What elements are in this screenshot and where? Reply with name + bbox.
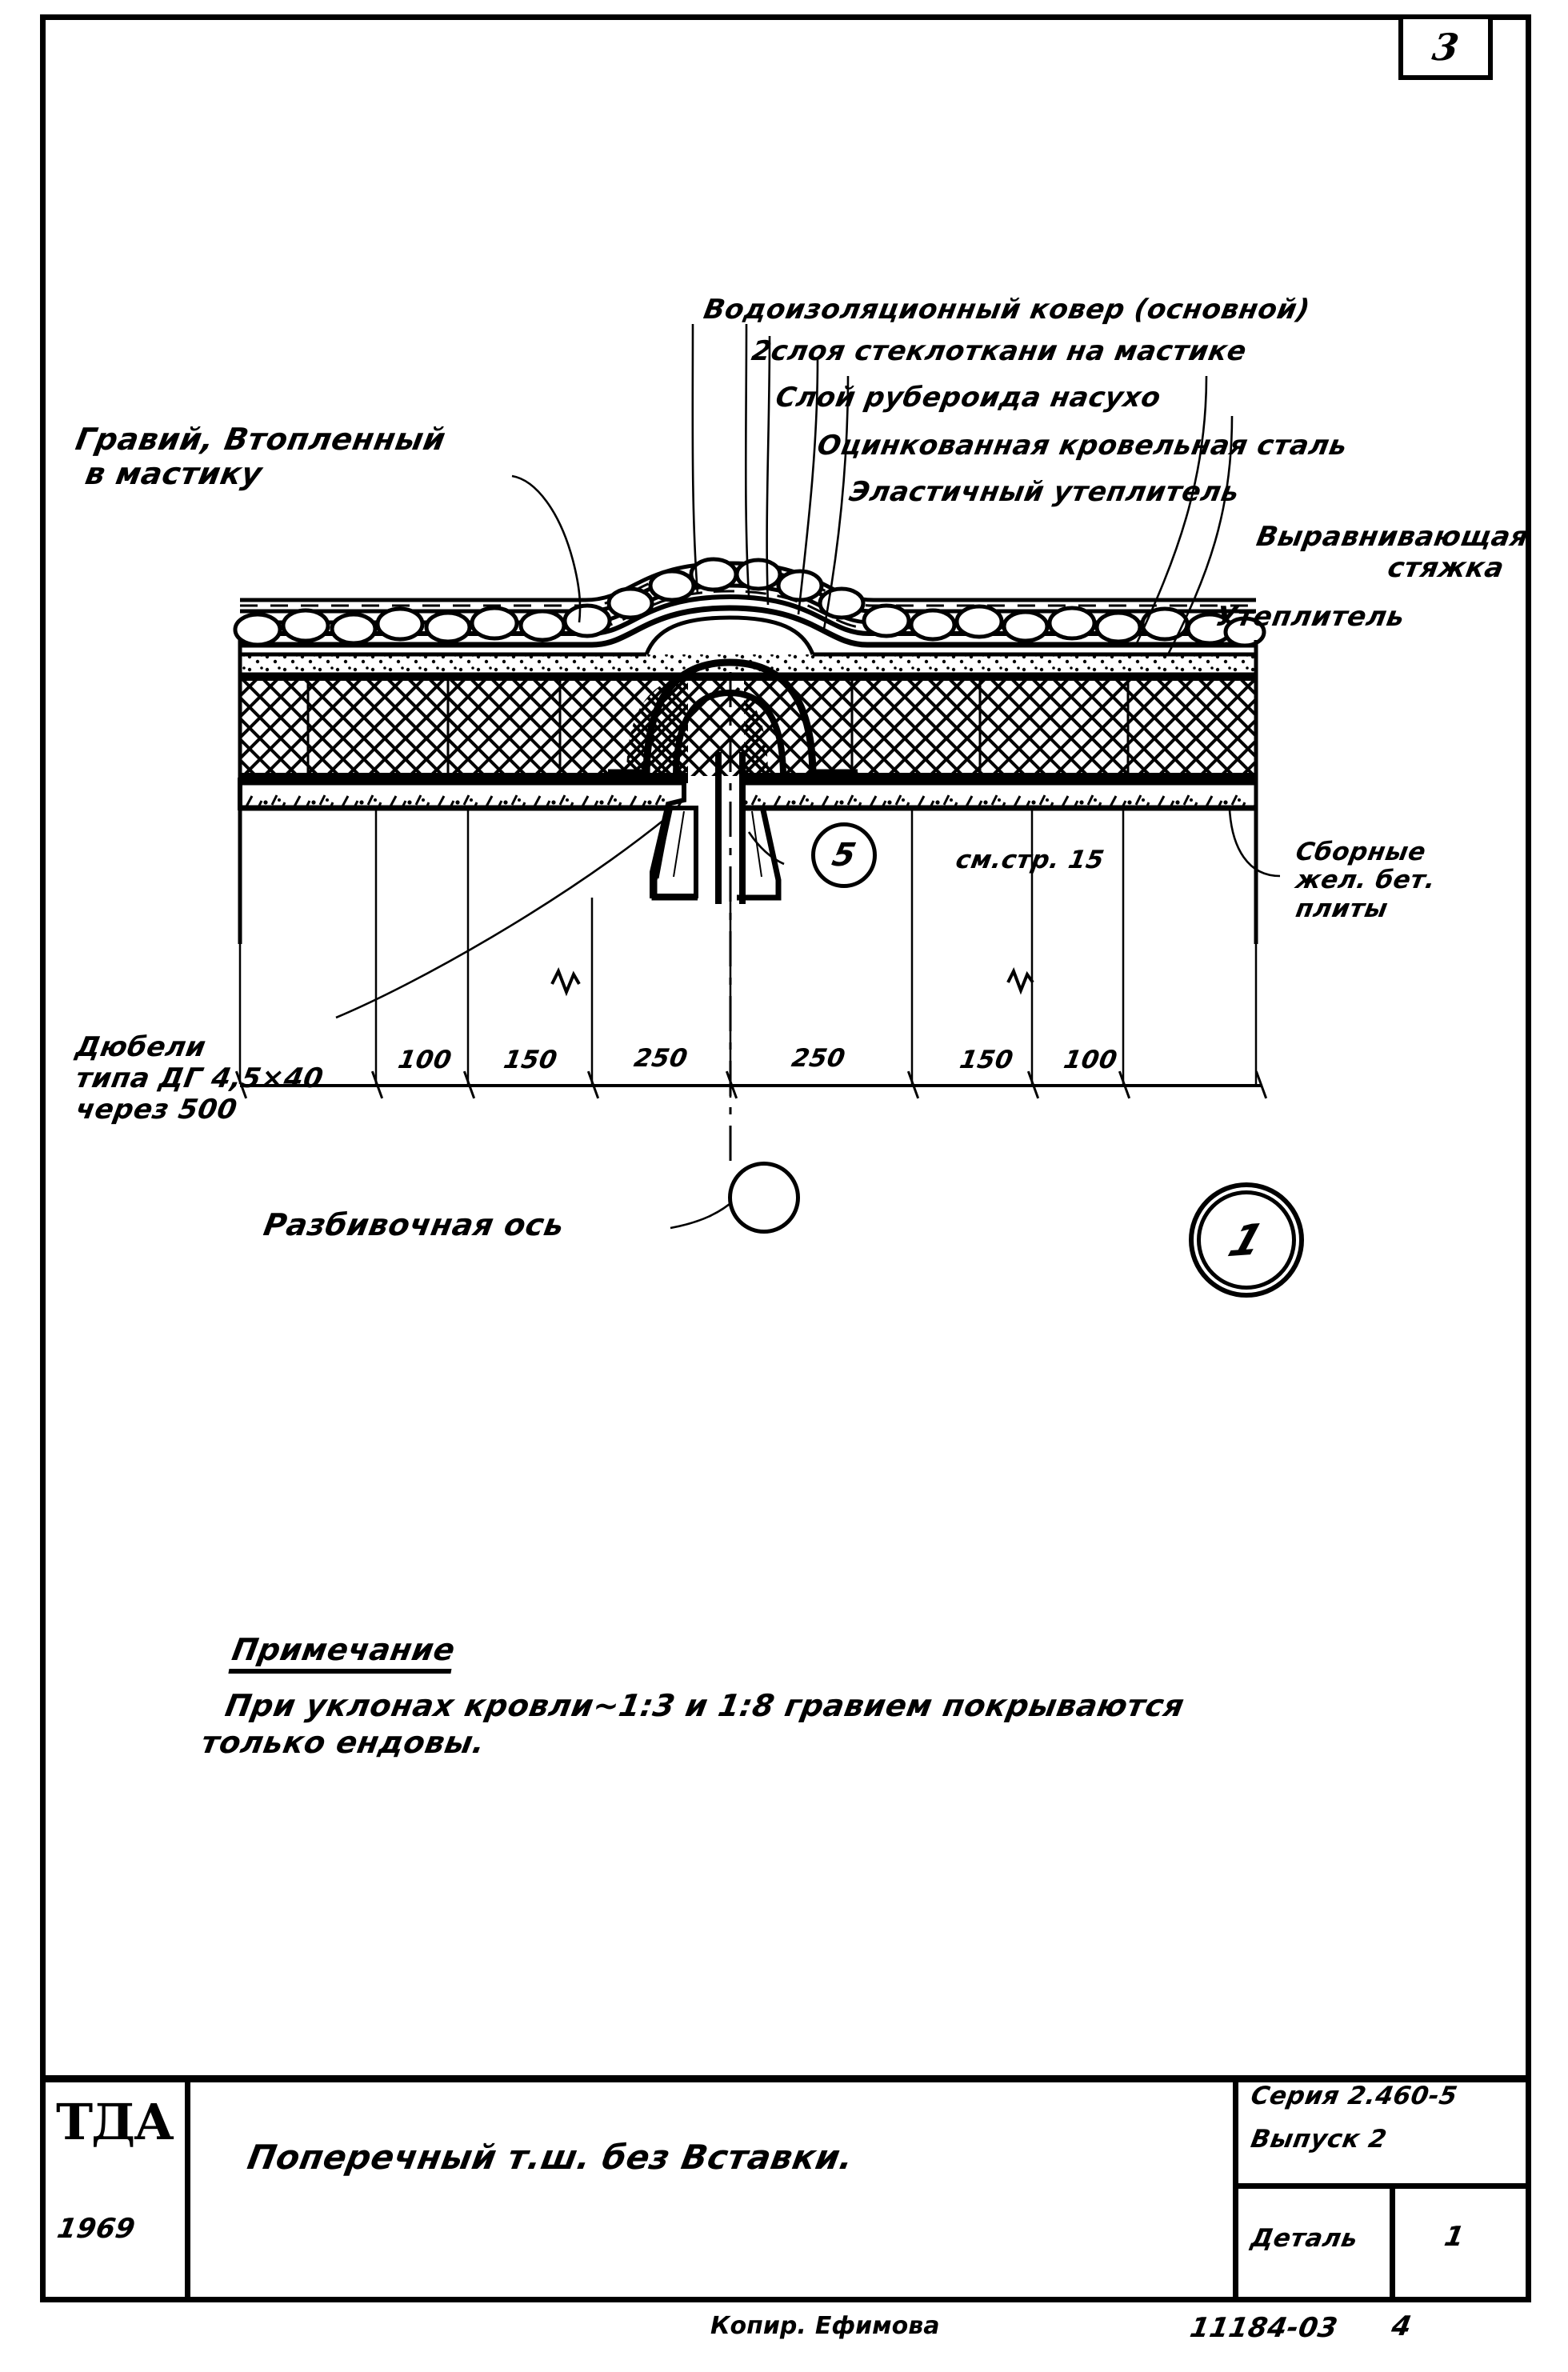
note-body: При уклонах кровли~1:3 и 1:8 гравием пок…	[198, 1688, 1186, 1761]
drawing-title: Поперечный т.ш. без Вставки.	[244, 2138, 857, 2177]
sheet-count: 4	[1389, 2310, 1414, 2342]
dim-value: 250	[631, 1044, 690, 1073]
axis-marker-circle[interactable]	[728, 1162, 800, 1234]
detail-marker-number: 1	[1222, 1214, 1270, 1266]
label-waterproof-carpet: Водоизоляционный ковер (основной)	[701, 294, 1313, 326]
label-insulation: Утеплитель	[1213, 601, 1407, 633]
drawing-code: 11184-03	[1187, 2312, 1341, 2344]
dimension-line	[240, 1084, 1262, 1087]
title-block-detail-value-cell: 1	[1395, 2189, 1531, 2302]
dim-value: 150	[501, 1046, 560, 1074]
label-dowels: Дюбели типа ДГ 4,5×40 через 500	[73, 1031, 326, 1126]
note-heading: Примечание	[228, 1632, 458, 1674]
title-block-title-cell: Поперечный т.ш. без Вставки.	[190, 2075, 1238, 2302]
label-ruberoid-dry: Слой рубероида насухо	[773, 382, 1164, 414]
title-block-org-cell: ТДА 1969	[40, 2075, 190, 2302]
copier-block: Копир. Ефимова	[710, 2312, 940, 2340]
dim-value: 100	[395, 1046, 454, 1074]
dim-value: 100	[1061, 1046, 1120, 1074]
title-block-series-cell: Серия 2.460-5 Выпуск 2	[1238, 2075, 1531, 2189]
label-leveling-screed: Выравнивающая стяжка	[1254, 521, 1531, 584]
detail-marker-inner-circle	[1197, 1190, 1296, 1290]
page-number-box: 3	[1398, 14, 1493, 80]
dim-value: 150	[957, 1046, 1016, 1074]
label-galvanized-steel: Оцинкованная кровельная сталь	[814, 430, 1350, 462]
label-fiberglass-layers: 2слоя стеклоткани на мастике	[749, 335, 1250, 367]
label-gravel-line2: в мастику	[82, 456, 266, 492]
label-gravel: Гравий, Втопленный в мастику	[73, 422, 449, 492]
label-gravel-line1: Гравий, Втопленный	[73, 422, 449, 457]
callout-circle-5[interactable]: 5	[811, 822, 877, 888]
org-abbreviation: ТДА	[56, 2093, 174, 2151]
title-block-detail-label-cell: Деталь	[1238, 2189, 1395, 2302]
title-block-bottom-rule	[40, 2297, 1531, 2302]
copier-label: Копир.	[710, 2312, 806, 2340]
label-setting-out-axis: Разбивочная ось	[261, 1207, 567, 1242]
label-see-page: см.стр. 15	[953, 846, 1107, 874]
note-block: Примечание	[228, 1632, 458, 1674]
copier-signature: Ефимова	[814, 2312, 940, 2340]
org-year: 1969	[54, 2213, 138, 2245]
page-number: 3	[1430, 26, 1462, 69]
note-line1: При уклонах кровли~1:3 и 1:8 гравием пок…	[222, 1688, 1187, 1723]
detail-label: Деталь	[1248, 2224, 1361, 2253]
series-text: Серия 2.460-5	[1248, 2082, 1460, 2110]
label-elastic-insulation: Эластичный утеплитель	[846, 476, 1242, 508]
note-line2: только ендовы.	[198, 1724, 488, 1760]
title-block	[40, 2075, 1531, 2302]
issue-text: Выпуск 2	[1248, 2125, 1390, 2154]
detail-value: 1	[1442, 2221, 1467, 2253]
label-precast-slabs: Сборные жел. бет. плиты	[1293, 838, 1438, 923]
detail-marker-number-wrap: 1	[1197, 1190, 1296, 1290]
dim-value: 250	[789, 1044, 848, 1073]
